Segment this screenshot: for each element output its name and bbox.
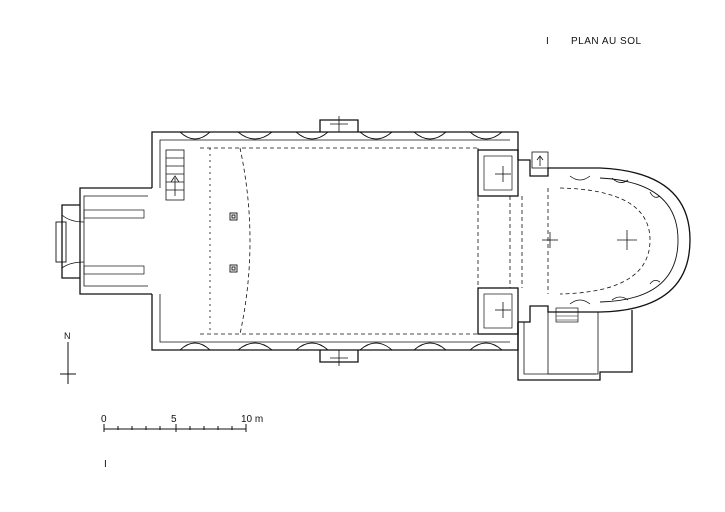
footer-plate-number: I — [104, 459, 108, 470]
nave-columns — [229, 212, 238, 273]
sacristy — [517, 307, 633, 381]
plan-title: PLAN AU SOL — [571, 36, 642, 47]
nave-walls — [151, 116, 519, 366]
scale-tick-label: 5 — [171, 414, 177, 425]
west-stair — [165, 149, 185, 201]
north-label: N — [64, 331, 71, 341]
side-chapels — [477, 149, 523, 335]
scale-tick-label: 0 — [101, 414, 107, 425]
apse — [518, 151, 691, 323]
north-arrow — [60, 342, 76, 384]
scale-bar — [103, 424, 247, 432]
vault-dashed-lines — [200, 147, 479, 335]
plate-number: I — [546, 36, 550, 47]
scale-tick-label: 10 m — [241, 414, 264, 425]
entrance-porch — [55, 187, 152, 295]
